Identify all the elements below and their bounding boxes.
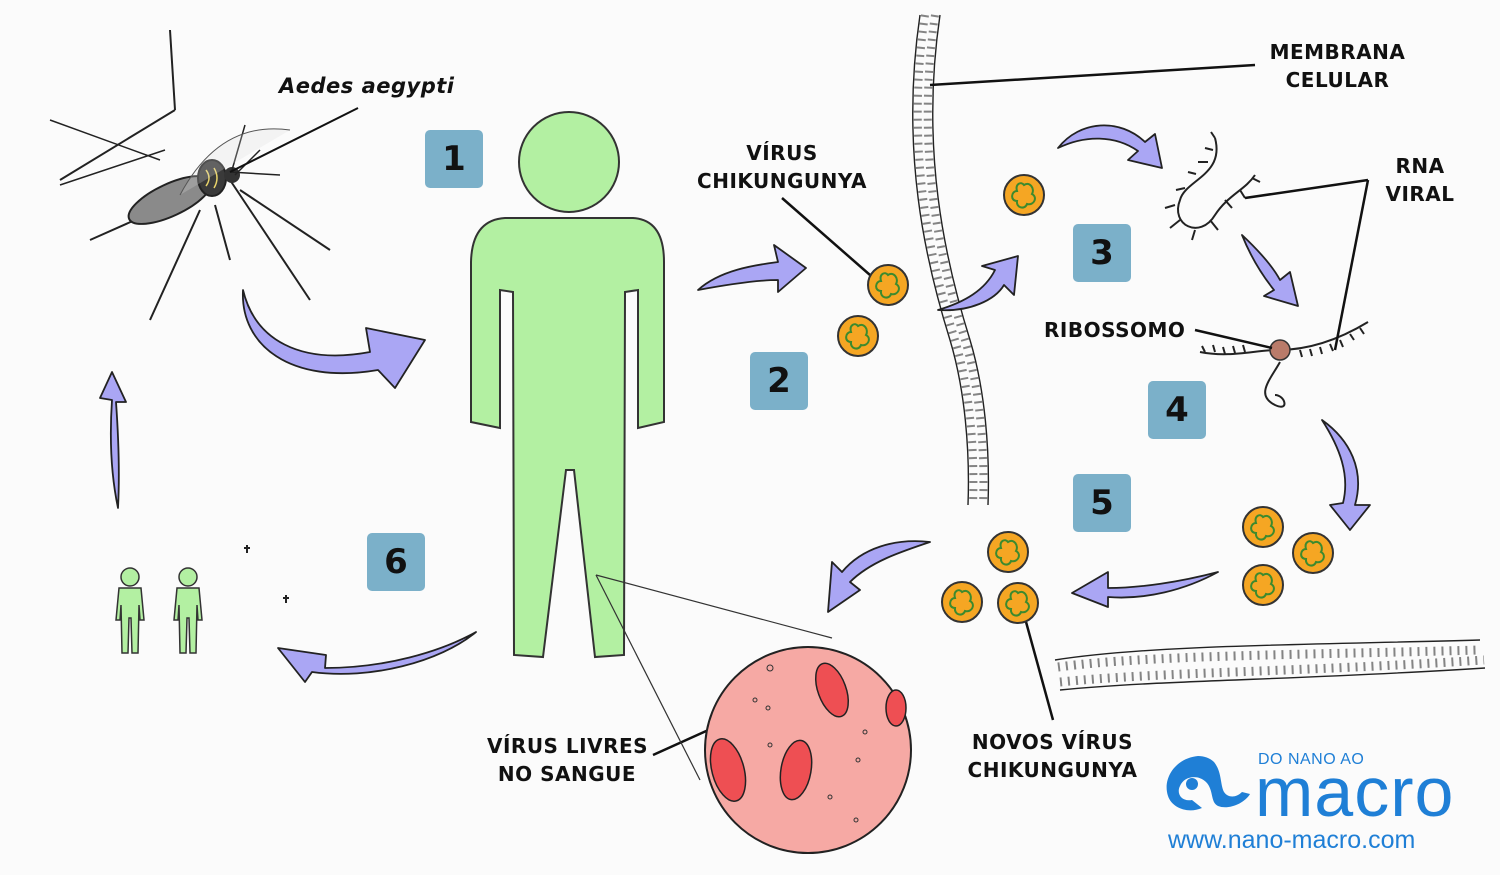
label-rna-line1: RNA <box>1395 154 1445 178</box>
label-novos-virus: NOVOS VÍRUS CHIKUNGUNYA <box>965 728 1140 784</box>
cell-membrane-horizontal <box>1054 639 1486 691</box>
step-badge-6: 6 <box>367 533 425 591</box>
logo-url: www.nano-macro.com <box>1168 826 1416 854</box>
step-badge-5: 5 <box>1073 474 1131 532</box>
label-virus-livres: VÍRUS LIVRES NO SANGUE <box>487 732 649 788</box>
human-figure <box>470 111 665 659</box>
logo-tagline: DO NANO AO <box>1258 751 1365 768</box>
label-aedes-aegypti: Aedes aegypti <box>279 74 455 98</box>
new-hosts <box>115 545 289 654</box>
label-free-line1: VÍRUS LIVRES <box>487 734 649 758</box>
blood-zoom <box>595 574 912 854</box>
mosquito-illustration <box>49 29 359 321</box>
logo-wordmark: macro <box>1255 753 1455 831</box>
step-badge-1: 1 <box>425 130 483 188</box>
label-rna-line2: VIRAL <box>1385 182 1455 206</box>
label-membrana-celular: MEMBRANA CELULAR <box>1255 38 1420 94</box>
label-rna-viral: RNA VIRAL <box>1375 152 1465 208</box>
label-free-line2: NO SANGUE <box>497 762 637 786</box>
label-virus-chikungunya: VÍRUS CHIKUNGUNYA <box>697 139 867 195</box>
label-ribossomo: RIBOSSOMO <box>1044 318 1186 342</box>
cycle-arrows <box>99 124 1371 683</box>
step-badge-2: 2 <box>750 352 808 410</box>
logo-swirl-icon <box>1166 756 1250 811</box>
label-membrane-line2: CELULAR <box>1285 68 1390 92</box>
step-badge-3: 3 <box>1073 224 1131 282</box>
label-membrane-line1: MEMBRANA <box>1269 40 1406 64</box>
label-new-line1: NOVOS VÍRUS <box>971 730 1134 754</box>
label-virus-line2: CHIKUNGUNYA <box>697 169 867 193</box>
step-badge-4: 4 <box>1148 381 1206 439</box>
label-new-line2: CHIKUNGUNYA <box>967 758 1138 782</box>
cell-membrane-vertical <box>912 14 990 506</box>
label-virus-line1: VÍRUS <box>746 141 818 165</box>
